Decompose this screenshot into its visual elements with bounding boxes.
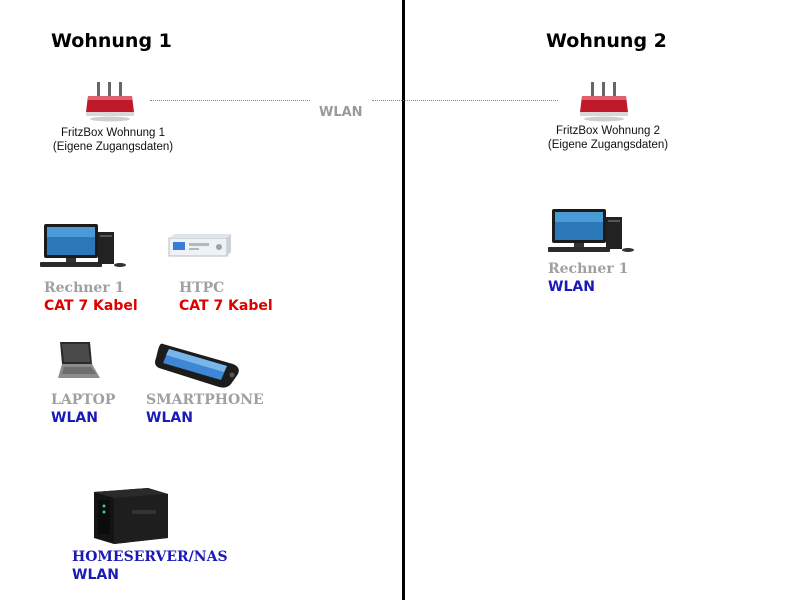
smartphone-icon xyxy=(153,340,243,392)
nas-icon xyxy=(92,484,170,546)
router-1-note: (Eigene Zugangsdaten) xyxy=(52,141,174,153)
desktop-pc-icon xyxy=(40,222,128,270)
smartphone-name: SMARTPHONE xyxy=(146,392,264,408)
apartment-2-title: Wohnung 2 xyxy=(546,30,667,52)
htpc-icon xyxy=(165,232,231,262)
wlan-link-line-right xyxy=(372,100,558,101)
rechner-1-name: Rechner 1 xyxy=(44,280,125,296)
htpc-connection: CAT 7 Kabel xyxy=(179,298,273,314)
laptop-connection: WLAN xyxy=(51,410,98,426)
rechner-1-w2-name: Rechner 1 xyxy=(548,261,629,277)
desktop-pc-icon xyxy=(548,207,636,255)
laptop-icon xyxy=(52,340,102,382)
router-1-caption: FritzBox Wohnung 1 (Eigene Zugangsdaten) xyxy=(33,126,193,154)
router-1-name: FritzBox Wohnung 1 xyxy=(61,127,165,139)
router-2-caption: FritzBox Wohnung 2 (Eigene Zugangsdaten) xyxy=(528,124,688,152)
router-2-note: (Eigene Zugangsdaten) xyxy=(547,139,669,151)
apartment-1-title: Wohnung 1 xyxy=(51,30,172,52)
laptop-name: LAPTOP xyxy=(51,392,116,408)
router-icon xyxy=(84,82,136,122)
smartphone-connection: WLAN xyxy=(146,410,193,426)
apartment-divider xyxy=(402,0,405,600)
wlan-link-label: WLAN xyxy=(319,105,363,120)
htpc-name: HTPC xyxy=(179,280,225,296)
nas-connection: WLAN xyxy=(72,567,119,583)
wlan-link-line-left xyxy=(150,100,310,101)
nas-name: HOMESERVER/NAS xyxy=(72,549,228,565)
rechner-1-w2-connection: WLAN xyxy=(548,279,595,295)
rechner-1-connection: CAT 7 Kabel xyxy=(44,298,138,314)
router-2-name: FritzBox Wohnung 2 xyxy=(556,125,660,137)
router-icon xyxy=(578,82,630,122)
